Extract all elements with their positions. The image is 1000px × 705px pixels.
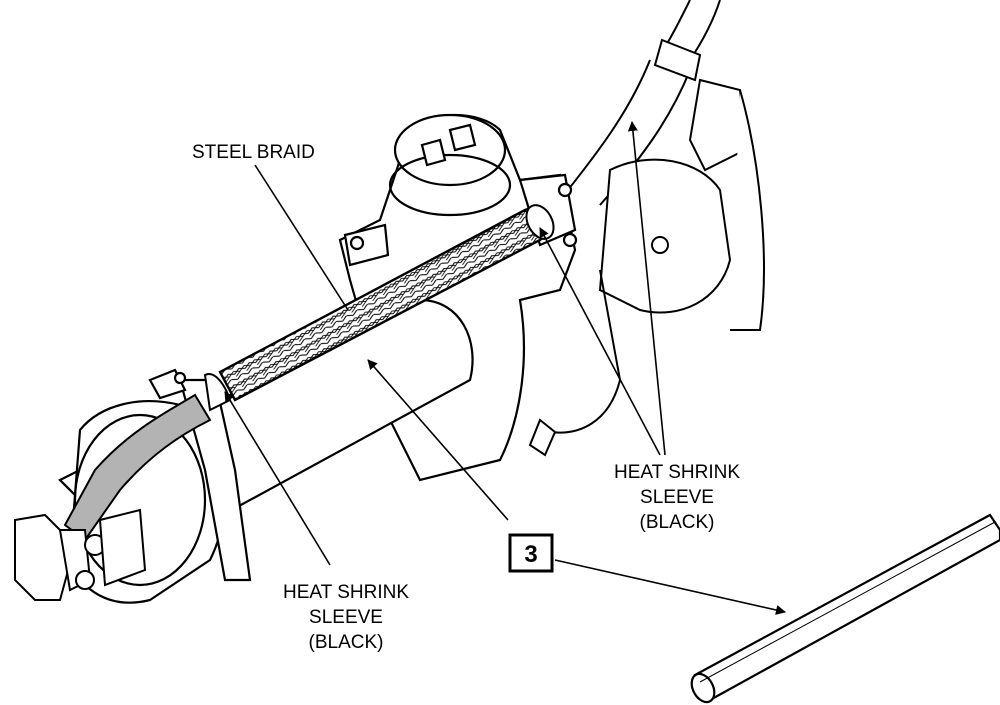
leader-callout-3-to-hose (367, 359, 509, 521)
label-sleeve-right-line1: HEAT SHRINK (614, 462, 740, 483)
label-sleeve-right-line3: (BLACK) (640, 512, 715, 533)
leader-callout-3-to-tube (554, 559, 786, 615)
leader-sleeve-left (224, 391, 331, 566)
label-sleeve-left-line3: (BLACK) (309, 632, 384, 653)
label-sleeve-left-line1: HEAT SHRINK (283, 582, 409, 603)
steel-braid-hose (203, 204, 555, 412)
callout-number: 3 (524, 541, 537, 568)
label-steel-braid: STEEL BRAID (192, 142, 315, 163)
label-sleeve-right: HEAT SHRINK SLEEVE (BLACK) (614, 462, 740, 533)
frame-structure (528, 78, 765, 457)
leader-lines (224, 121, 786, 615)
leader-sleeve-right-b (627, 121, 666, 456)
label-sleeve-left-line2: SLEEVE (309, 607, 383, 628)
label-sleeve-left: HEAT SHRINK SLEEVE (BLACK) (283, 582, 409, 653)
leader-sleeve-right-a (539, 227, 661, 456)
connector-plug (14, 508, 147, 601)
callout-box-3: 3 (508, 533, 554, 573)
loose-sleeve-tube (690, 513, 1000, 704)
leader-steel-braid (254, 164, 349, 311)
label-sleeve-right-line2: SLEEVE (640, 487, 714, 508)
